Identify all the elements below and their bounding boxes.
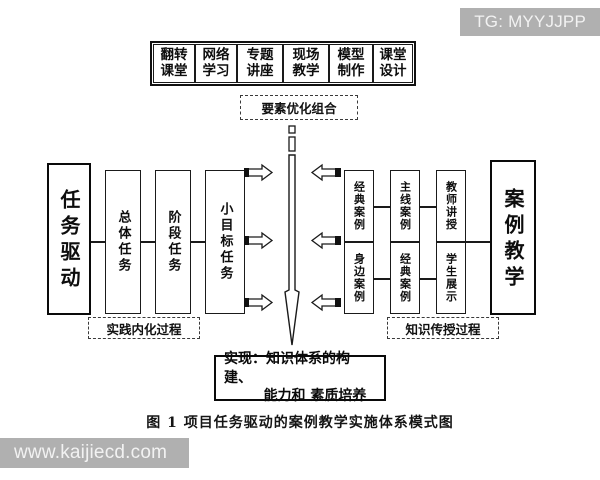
top-method-cell-4: 现场 教学 [283,44,329,83]
right-grid-box-c3r2: 学生展示 [436,242,466,314]
left-arrow-3 [244,293,274,312]
top-method-cell-1: 翻转 课堂 [153,44,195,83]
goal-line-2: 能力和 素质培养 [263,388,367,405]
top-method-cell-2-line1: 网络 [202,47,230,64]
left-process-label-text: 实践内化过程 [106,321,182,337]
top-method-cell-2-line2: 学习 [202,62,230,79]
left-chain-box-1: 总体任务 [105,170,141,314]
right-grid-box-c1r2-label: 身边案例 [352,253,366,303]
top-method-cell-4-line1: 现场 [292,47,320,64]
right-connector-4 [420,278,436,280]
spine-stub-1 [288,125,296,134]
top-method-cell-6-line1: 课堂 [379,47,407,64]
top-method-cell-6: 课堂 设计 [373,44,413,83]
left-chain-box-2-label: 阶段任务 [165,210,181,274]
left-arrow-2 [244,231,274,250]
spine-stub-2 [288,136,296,152]
left-chain-box-2: 阶段任务 [155,170,191,314]
central-spine-arrow [284,154,300,346]
figure-caption: 图 1 项目任务驱动的案例教学实施体系模式图 [146,415,454,431]
right-connector-5 [466,241,490,243]
left-chain-box-3: 小目标任务 [205,170,245,314]
left-arrow-1 [244,163,274,182]
right-grid-box-c1r1-label: 经典案例 [352,181,366,231]
left-connector-3 [191,241,205,243]
left-connector-1 [91,241,105,243]
top-method-cell-5-line2: 制作 [337,62,365,79]
right-pillar-label: 案例教学 [501,187,525,292]
right-grid-box-c1r2: 身边案例 [344,242,374,314]
right-grid-box-c3r2-label: 学生展示 [444,253,458,303]
left-pillar-label: 任务驱动 [57,189,81,293]
right-grid-box-c1r1: 经典案例 [344,170,374,242]
combination-label-box: 要素优化组合 [240,95,358,120]
right-grid-box-c2r2: 经典案例 [390,242,420,314]
watermark-top-right: TG: MYYJJPP [460,8,600,36]
right-arrow-2 [310,231,341,250]
left-chain-box-3-label: 小目标任务 [217,202,233,282]
left-chain-box-1-label: 总体任务 [115,210,131,274]
right-process-label-text: 知识传授过程 [405,321,481,337]
right-arrow-1 [310,163,341,182]
right-grid-box-c2r1: 主线案例 [390,170,420,242]
right-grid-box-c2r2-label: 经典案例 [398,253,412,303]
top-method-cell-1-line2: 课堂 [160,62,188,79]
right-grid-box-c2r1-label: 主线案例 [398,181,412,231]
top-method-cell-3-line2: 讲座 [246,62,274,79]
right-connector-3 [420,206,436,208]
top-method-cell-4-line2: 教学 [292,62,320,79]
goal-box: 实现：知识体系的构建、 能力和 素质培养 [214,351,386,404]
left-pillar-task-driven: 任务驱动 [47,163,91,315]
top-method-cell-5-line1: 模型 [337,47,365,64]
top-method-cell-6-line2: 设计 [379,62,407,79]
right-connector-1 [374,206,390,208]
top-method-cell-5: 模型 制作 [329,44,373,83]
top-method-cell-1-line1: 翻转 [160,47,188,64]
right-grid-box-c3r1: 教师讲授 [436,170,466,242]
left-connector-2 [141,241,155,243]
goal-line-1: 实现：知识体系的构建、 [224,350,350,386]
right-arrow-3 [310,293,341,312]
watermark-bottom-left: www.kaijiecd.com [0,438,190,468]
right-connector-2 [374,278,390,280]
top-method-cell-3-line1: 专题 [246,47,274,64]
left-process-label-box: 实践内化过程 [88,317,200,339]
top-method-cell-3: 专题 讲座 [237,44,283,83]
top-method-cell-2: 网络 学习 [195,44,237,83]
right-process-label-box: 知识传授过程 [387,317,499,339]
combination-label-text: 要素优化组合 [261,101,337,116]
right-grid-box-c3r1-label: 教师讲授 [444,181,458,231]
right-pillar-case-teaching: 案例教学 [490,160,536,315]
